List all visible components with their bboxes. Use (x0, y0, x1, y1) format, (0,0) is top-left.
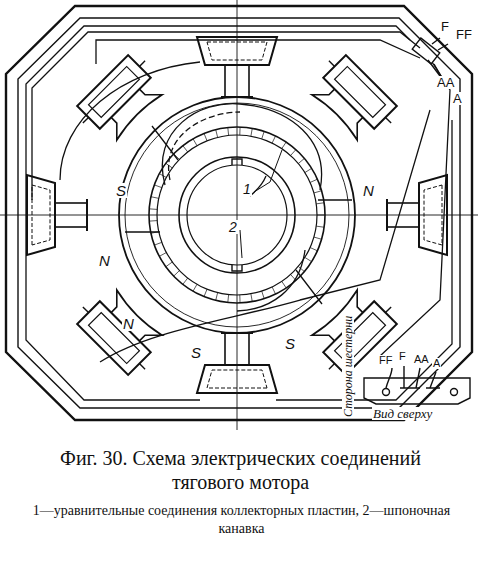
segment-tick (204, 133, 207, 140)
leader-lines (240, 150, 282, 258)
segment-tick (149, 220, 157, 222)
segment-tick (282, 281, 286, 288)
pole-polarity: S (190, 345, 202, 360)
terminal-name: F (398, 351, 407, 362)
segment-tick (154, 242, 162, 245)
segment-tick (166, 262, 172, 267)
segment-tick (305, 257, 312, 261)
terminal-name: AA (413, 354, 430, 365)
segment-tick (310, 248, 317, 251)
caption-legend: 1—уравнительные соединения коллекторных … (30, 502, 453, 537)
segment-tick (216, 130, 218, 138)
segment-tick (183, 146, 188, 152)
segment-tick (272, 287, 276, 294)
segment-tick (216, 293, 218, 301)
segment-tick (239, 295, 240, 303)
segment-tick (174, 271, 180, 277)
segment-tick (251, 128, 252, 136)
segment-tick (193, 284, 197, 291)
segment-tick (227, 295, 229, 303)
figure-caption: Фиг. 30. Схема электрических соединений … (25, 446, 456, 494)
terminal-name: F (440, 20, 450, 33)
terminal-name: AA (436, 76, 455, 89)
segment-tick (239, 127, 240, 135)
pole-set (27, 37, 447, 393)
segment-tick (291, 150, 296, 156)
callout-number: 2 (228, 220, 238, 234)
armature (119, 97, 355, 333)
segment-tick (317, 215, 325, 216)
segment-tick (193, 139, 197, 146)
pole-polarity: N (98, 253, 111, 268)
terminal-name: A (432, 358, 441, 369)
segment-tick (310, 179, 317, 182)
segment-tick (262, 291, 264, 299)
segment-tick (314, 237, 322, 239)
pole-polarity: N (362, 183, 375, 198)
segment-tick (149, 208, 157, 210)
terminal-name: A (452, 92, 463, 105)
segment-tick (316, 203, 324, 204)
segment-tick (204, 289, 207, 296)
segment-tick (154, 185, 162, 188)
side-note: Сторона шестерни (342, 315, 354, 418)
segment-tick (159, 253, 166, 257)
segment-tick (262, 131, 264, 139)
pole-polarity: S (284, 336, 296, 351)
terminal-name: FF (378, 355, 393, 366)
segment-tick (227, 127, 229, 135)
segment-tick (305, 168, 312, 172)
segment-tick (298, 158, 304, 163)
segment-tick (251, 294, 252, 302)
segment-tick (314, 191, 322, 193)
commutator-segments (149, 127, 325, 303)
segment-tick (316, 226, 324, 227)
equalizer-connections (125, 104, 352, 311)
segment-tick (151, 197, 159, 199)
field-wiring (26, 26, 452, 400)
terminal-name: FF (455, 28, 473, 41)
center-axes (0, 0, 478, 430)
segment-tick (282, 142, 286, 149)
pole-polarity: S (115, 183, 127, 198)
segment-tick (272, 136, 276, 143)
view-note: Вид сверху (372, 407, 433, 420)
segment-tick (183, 278, 188, 284)
pole-polarity: N (122, 316, 135, 331)
motor-housing (6, 6, 472, 420)
callout-number: 1 (242, 182, 252, 196)
terminal-inset (364, 366, 470, 404)
